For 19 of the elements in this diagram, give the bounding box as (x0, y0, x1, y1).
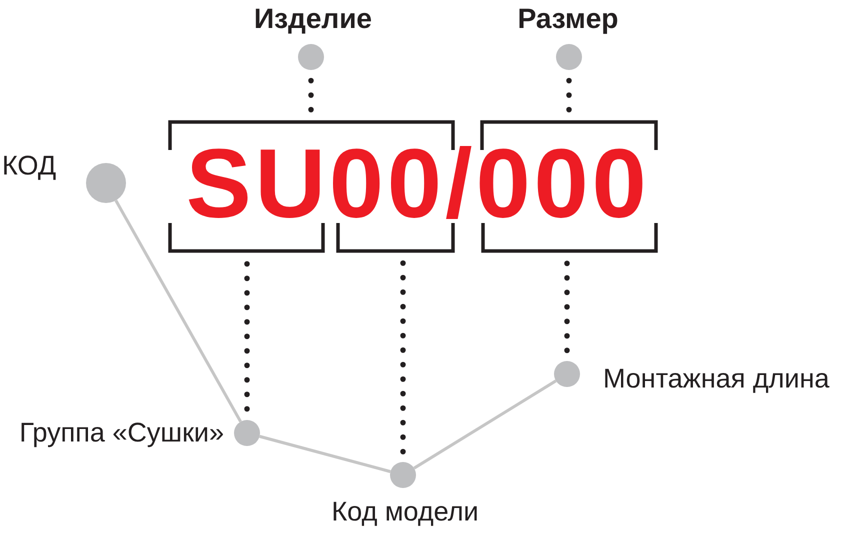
marker-dot (556, 44, 582, 70)
connector-line (114, 200, 242, 422)
caption-label: КОД (2, 150, 56, 182)
marker-dot (298, 44, 324, 70)
bracket (168, 223, 325, 253)
connector-line (259, 434, 391, 474)
bracket (336, 223, 455, 253)
marker-dot (234, 420, 260, 446)
marker-dot (390, 462, 416, 488)
connector-line (413, 380, 557, 470)
caption-label: Группа «Сушки» (19, 417, 224, 449)
heading-label: Размер (518, 2, 618, 36)
caption-label: Код модели (331, 496, 479, 528)
marker-dot (554, 361, 580, 387)
bracket (481, 223, 658, 253)
product-code-text: SU00/000 (186, 144, 650, 222)
heading-label: Изделие (254, 2, 372, 36)
caption-label: Монтажная длина (603, 363, 830, 395)
marker-dot (86, 163, 126, 203)
